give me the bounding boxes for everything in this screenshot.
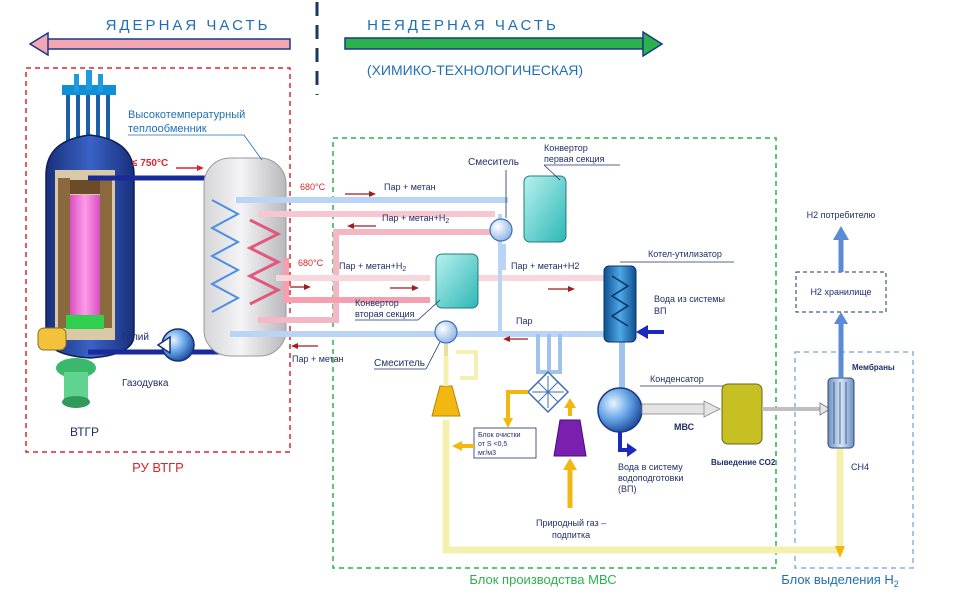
helium-label: Гелий bbox=[122, 332, 149, 343]
steam-methane-return-label: Пар + метан bbox=[292, 354, 344, 364]
condensate-out-arrow bbox=[618, 432, 637, 457]
mvs-block-title: Блок производства МВС bbox=[469, 572, 616, 587]
converter-1-label-a: Конвертор bbox=[544, 143, 588, 153]
flow-arrow-steam-methane-h2-2 bbox=[390, 285, 419, 291]
mixer-1-label: Смеситель bbox=[468, 157, 519, 168]
h2-block-title: Блок выделения H2 bbox=[781, 572, 899, 589]
hx-title-line1: Высокотемпературный bbox=[128, 109, 245, 121]
flow-arrow-steam-methane-h2-1 bbox=[347, 223, 376, 229]
flow-arrow-steam-methane bbox=[345, 191, 376, 197]
to-membranes-arrow bbox=[762, 402, 831, 416]
temperature-750: ≤ 750°С bbox=[132, 158, 168, 169]
h2-up-arrow-icon bbox=[834, 312, 848, 324]
converter-2-label-b: вторая секция bbox=[355, 309, 415, 319]
reactor-block-title: РУ ВТГР bbox=[132, 460, 184, 475]
mvs-arrow bbox=[641, 400, 721, 418]
non-nuclear-part-title: НЕЯДЕРНАЯ ЧАСТЬ bbox=[367, 17, 559, 34]
mixer-2-leader-diag bbox=[425, 341, 441, 370]
s-block-line1: Блок очистки bbox=[478, 432, 521, 439]
non-nuclear-part-arrow bbox=[344, 30, 664, 58]
natural-gas-in-arrow-icon bbox=[563, 458, 577, 470]
boiler-coil bbox=[610, 275, 630, 327]
steam-methane-label-1: Пар + метан bbox=[384, 182, 436, 192]
nuclear-part-title: ЯДЕРНАЯ ЧАСТЬ bbox=[106, 17, 271, 34]
gas-blower-arrow-icon bbox=[156, 335, 171, 355]
flow-arrow-steam-methane-h2-3 bbox=[548, 286, 575, 292]
ch4-arrow-icon bbox=[835, 546, 845, 558]
natural-gas-label-2: подпитка bbox=[552, 530, 590, 540]
ch4-label: CH4 bbox=[851, 462, 869, 472]
converter-1-label-b: первая секция bbox=[544, 154, 605, 164]
s-block-line3: мг/м3 bbox=[478, 450, 496, 457]
blower-label: Газодувка bbox=[122, 378, 169, 389]
nuclear-part-arrow bbox=[28, 31, 291, 57]
pipe-purifier-to-block bbox=[506, 390, 528, 420]
compressor bbox=[431, 385, 461, 417]
flow-arrow-680 bbox=[290, 284, 311, 290]
pipe-hot-mid bbox=[283, 258, 430, 303]
converter-1-leader-diag bbox=[543, 164, 561, 181]
h2-consumer-arrow-icon bbox=[833, 226, 849, 240]
water-in-arrow bbox=[636, 325, 664, 339]
s-block-line2: от S <0,5 bbox=[478, 441, 507, 448]
temperature-680-mid: 680°С bbox=[298, 258, 324, 268]
water-out-label-1: Вода в систему bbox=[618, 462, 683, 472]
mixer-2-label: Смеситель bbox=[374, 358, 425, 369]
flow-arrow-return bbox=[291, 343, 318, 349]
converter-2-leader-diag bbox=[417, 299, 441, 321]
co2-separator bbox=[721, 383, 763, 445]
mixer-2 bbox=[434, 320, 458, 344]
pipe-mixer2-yellow bbox=[456, 350, 478, 380]
water-out-label-2: водоподготовки bbox=[618, 473, 683, 483]
waste-heat-boiler bbox=[603, 265, 637, 343]
heat-exchanger-coil-red bbox=[246, 218, 282, 306]
condenser bbox=[597, 387, 643, 433]
hx-title-leader-diag bbox=[243, 134, 263, 161]
flow-arrow-reactor-to-hx bbox=[176, 165, 204, 171]
membranes-label: Мембраны bbox=[852, 363, 895, 372]
h2-consumer-label: H2 потребителю bbox=[807, 210, 876, 220]
steam-label: Пар bbox=[516, 316, 532, 326]
natural-gas-compressor bbox=[553, 419, 587, 457]
water-in-label-1: Вода из системы bbox=[654, 294, 725, 304]
steam-methane-h2-label-1: Пар + метан+H2 bbox=[382, 213, 449, 225]
heat-exchanger-vessel bbox=[203, 157, 287, 357]
non-nuclear-part-subtitle: (ХИМИКО-ТЕХНОЛОГИЧЕСКАЯ) bbox=[367, 62, 583, 78]
steam-methane-h2-label-2: Пар + метан+H2 bbox=[339, 261, 406, 273]
pipe-ch4-return bbox=[442, 420, 844, 554]
block-left-arrow-icon bbox=[452, 441, 462, 451]
hx-title-line2: теплообменник bbox=[128, 123, 207, 135]
reactor-label: ВТГР bbox=[70, 425, 99, 439]
mixer-1 bbox=[489, 218, 513, 242]
natural-gas-label-1: Природный газ – bbox=[536, 518, 606, 528]
gas-purifier bbox=[526, 370, 570, 414]
steam-methane-h2-label-3: Пар + метан+H2 bbox=[511, 261, 579, 271]
converter-first-section bbox=[523, 175, 567, 243]
membrane-separator bbox=[827, 377, 855, 449]
condenser-label: Конденсатор bbox=[650, 374, 704, 384]
gas-up-arrow-icon bbox=[564, 398, 576, 408]
heat-exchanger-coil-blue bbox=[209, 199, 241, 313]
boiler-label: Котел-утилизатор bbox=[648, 249, 722, 259]
temperature-680-top: 680°С bbox=[300, 182, 326, 192]
membrane-lines bbox=[833, 382, 847, 444]
water-out-label-3: (ВП) bbox=[618, 484, 636, 494]
h2-storage-label: H2 хранилище bbox=[810, 287, 871, 297]
co2-out-label: Выведение CO2 bbox=[711, 458, 776, 467]
converter-2-label-a: Конвертор bbox=[355, 298, 399, 308]
converter-second-section bbox=[435, 253, 479, 309]
water-in-label-2: ВП bbox=[654, 306, 666, 316]
h2-block-frame bbox=[794, 351, 914, 569]
sulfur-cleaning-block bbox=[473, 427, 537, 459]
purifier-down-arrow-icon bbox=[503, 418, 513, 428]
reactor-vessel bbox=[37, 70, 135, 408]
h2-storage bbox=[795, 271, 887, 313]
mvs-label: МВС bbox=[674, 422, 695, 432]
flow-arrow-steam bbox=[503, 336, 528, 342]
mvs-block-frame bbox=[332, 137, 777, 569]
